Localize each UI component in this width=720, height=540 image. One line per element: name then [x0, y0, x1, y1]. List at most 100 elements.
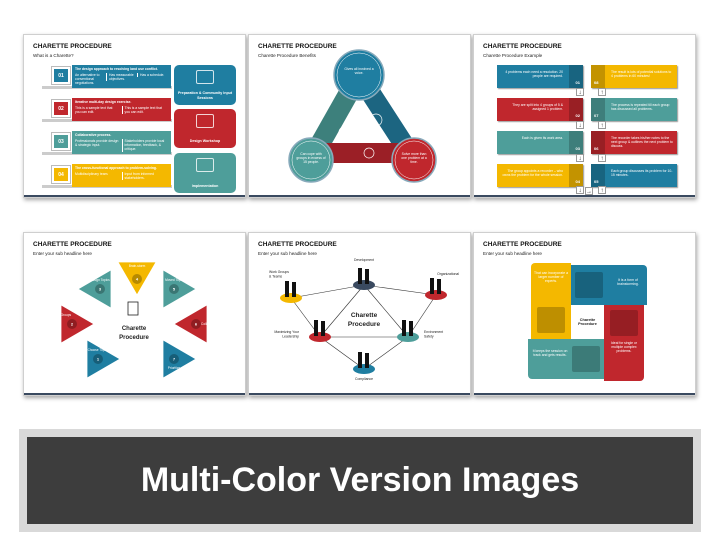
- benefit-circle: [333, 49, 385, 101]
- step-text: The group appoints a recorder – who owns…: [502, 169, 564, 178]
- network-link: [363, 284, 437, 296]
- step-text: The process is repeated till each group …: [611, 103, 670, 112]
- row-heading: The design approach to resolving land us…: [75, 67, 158, 71]
- network-node: [353, 364, 375, 374]
- center-label: Charette Procedure: [571, 305, 604, 339]
- number-box: 02: [51, 99, 71, 118]
- step-box: 08 The result is lots of potential soluti…: [591, 65, 677, 88]
- center-title-line2: Procedure: [348, 321, 381, 328]
- node-label: Organizational: [437, 272, 459, 276]
- row-text: Has measurable objectives.: [106, 73, 134, 82]
- arrow-icon: ↓: [576, 121, 584, 129]
- benefit-text: Can cope with groups in excess of 15 peo…: [296, 152, 326, 165]
- meeting-icon: [575, 272, 603, 298]
- number-badge: 01: [54, 69, 68, 82]
- piece-text: It is a form of brainstorming.: [617, 278, 639, 287]
- slide-subtitle: Charette Procedure Benefits: [258, 53, 316, 58]
- center-title-line1: Charette: [122, 326, 147, 332]
- slide-subtitle: Charette Procedure Example: [483, 53, 543, 58]
- banner-box: Multi-Color Version Images: [27, 437, 693, 524]
- row-text: Stakeholders provide local information, …: [121, 139, 166, 152]
- step-number: 7: [173, 357, 176, 362]
- banner: Multi-Color Version Images: [19, 429, 701, 532]
- slide-title: CHARETTE PROCEDURE: [483, 43, 562, 50]
- triangle-step: [60, 304, 95, 344]
- number-badge: 03: [54, 135, 68, 148]
- network-link: [363, 336, 409, 370]
- step-text: 4 problems each need a resolution. 20 pe…: [505, 70, 563, 79]
- procedure-piece: It keeps the session on track and gets r…: [528, 339, 604, 379]
- step-number-badge: [132, 274, 142, 284]
- slide-thumbnail-1[interactable]: CHARETTE PROCEDURE What is a Charette? 0…: [23, 34, 246, 198]
- card-label: Preparation & Community Input Sessions: [177, 91, 233, 100]
- slide-thumbnail-2[interactable]: CHARETTE PROCEDURE Charette Procedure Be…: [248, 34, 471, 198]
- person-silhouette: [365, 269, 369, 284]
- step-tab: [591, 164, 605, 187]
- number-badge: 02: [54, 102, 68, 115]
- arrow-icon: ↓: [576, 186, 584, 194]
- center-title-line2: Procedure: [119, 335, 149, 341]
- network-link: [319, 336, 365, 370]
- person-silhouette: [430, 278, 434, 294]
- step-label: Choose Groups: [49, 313, 72, 317]
- network-node: [309, 332, 331, 342]
- row-text: Has a schedule.: [137, 73, 165, 78]
- step-label: Brain-storm: [129, 264, 146, 268]
- step-number-badge: [191, 319, 201, 329]
- step-number: 3: [99, 287, 102, 292]
- network-link: [290, 284, 365, 299]
- row-text: An alternative to conventional negotiati…: [75, 73, 100, 86]
- row-bar: Collaborative process.Professionals prov…: [72, 131, 171, 154]
- number-box: 03: [51, 132, 71, 151]
- node-label: Compliance: [355, 377, 373, 381]
- step-label: Assign Topics: [90, 278, 110, 282]
- step-number: 08: [594, 80, 599, 85]
- step-number: 2: [71, 322, 74, 327]
- banner-text: Multi-Color Version Images: [140, 461, 580, 499]
- benefit-ring: [394, 140, 434, 180]
- slide-thumbnail-6[interactable]: CHARETTE PROCEDURE Enter your sub headli…: [473, 232, 696, 396]
- row-bar: Iterative multi-day design exercise.This…: [72, 98, 171, 121]
- clipboard-icon: [127, 301, 139, 316]
- step-number-badge: [169, 284, 179, 294]
- network-node: [280, 293, 302, 303]
- slide-thumbnail-4[interactable]: CHARETTE PROCEDURE Enter your sub headli…: [23, 232, 246, 396]
- benefit-ring: [336, 52, 382, 98]
- step-number: 04: [575, 179, 580, 184]
- slide-title: CHARETTE PROCEDURE: [33, 241, 112, 248]
- row-bar: The design approach to resolving land us…: [72, 65, 171, 88]
- arrow-icon: ↓: [576, 88, 584, 96]
- person-silhouette: [321, 321, 325, 336]
- head-icon: [369, 113, 383, 127]
- step-label: Moved Topic: [165, 278, 183, 282]
- slide-title: CHARETTE PROCEDURE: [258, 241, 337, 248]
- node-label: Maximizing Your: [274, 330, 300, 334]
- node-label: & Teams: [269, 275, 282, 279]
- piece-text: That can incorporate a larger number of …: [534, 271, 568, 284]
- buildings-icon: [610, 310, 638, 336]
- number-box: 01: [51, 66, 71, 85]
- slide-thumbnail-3[interactable]: CHARETTE PROCEDURE Charette Procedure Ex…: [473, 34, 696, 198]
- center-title-line1: Charette: [351, 312, 378, 319]
- slide-title: CHARETTE PROCEDURE: [33, 43, 112, 50]
- row-bar: The cross-functional approach to problem…: [72, 164, 171, 187]
- step-label: Prioritize: [168, 366, 181, 370]
- procedure-piece: It is a form of brainstorming.: [571, 265, 647, 305]
- step-number-badge: [67, 319, 77, 329]
- step-text: The result is lots of potential solution…: [611, 70, 672, 79]
- piece-text: It keeps the session on track and gets r…: [532, 349, 568, 358]
- slide-thumbnail-5[interactable]: CHARETTE PROCEDURE Enter your sub headli…: [248, 232, 471, 396]
- triangle-step: [173, 304, 208, 344]
- step-number: 5: [173, 287, 176, 292]
- monitor-icon: [537, 307, 565, 333]
- triangle-step: [162, 269, 197, 309]
- step-number: 6: [195, 322, 198, 327]
- step-tab: [591, 131, 605, 154]
- card-implementation: Implementation: [174, 153, 236, 193]
- procedure-piece: That can incorporate a larger number of …: [531, 263, 571, 339]
- row-text: This is a sample text that you can edit.: [75, 106, 113, 115]
- person-silhouette: [285, 281, 289, 297]
